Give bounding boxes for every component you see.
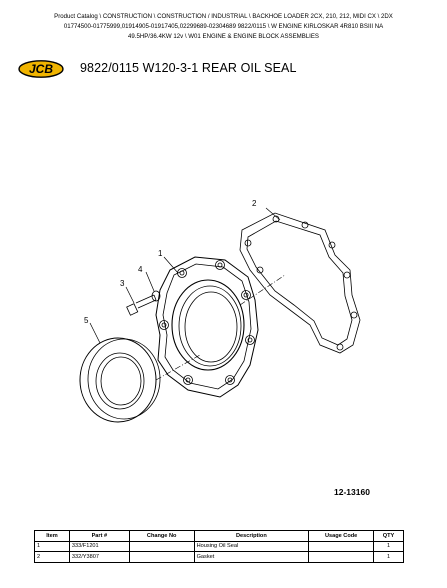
exploded-diagram: 1 2 3 4 5 — [79, 199, 361, 423]
logo-text: JCB — [29, 62, 53, 76]
housing-rim — [162, 263, 252, 390]
oil-seal-outer — [79, 337, 157, 423]
cell-item: 1 — [34, 540, 70, 552]
gasket-holes — [244, 215, 358, 351]
table-row: 1 333/F1201 Housing Oil Seal 1 — [34, 540, 404, 552]
housing-outline — [155, 256, 259, 398]
breadcrumb-line-1: Product Catalog \ CONSTRUCTION \ CONSTRU… — [54, 13, 393, 20]
callout-1: 1 — [158, 249, 163, 258]
breadcrumb-line-3: 49.5HP/36.4KW 12v \ W01 ENGINE & ENGINE … — [127, 33, 319, 40]
breadcrumb: Product Catalog \ CONSTRUCTION \ CONSTRU… — [8, 12, 439, 42]
drawing-number: 12-13160 — [334, 487, 370, 497]
gasket-inner — [246, 220, 353, 346]
cell-qty: 1 — [373, 540, 404, 552]
callout-4: 4 — [138, 265, 143, 274]
cell-part-number[interactable]: 332/Y3807 — [68, 551, 130, 563]
cell-usage-code — [308, 540, 375, 552]
housing-bore-inner — [178, 285, 242, 367]
col-usage-code: Usage Code — [308, 530, 375, 542]
cell-change-no — [128, 551, 195, 563]
cell-qty: 1 — [373, 551, 404, 563]
callout-3: 3 — [120, 279, 125, 288]
washer — [151, 290, 161, 302]
cell-description: Housing Oil Seal — [193, 540, 310, 552]
cell-part-number[interactable]: 333/F1201 — [68, 540, 130, 552]
col-qty: QTY — [373, 530, 404, 542]
col-item: Item — [34, 530, 70, 542]
breadcrumb-line-2: 01774500-01775999,01914905-01917405,0229… — [63, 23, 384, 30]
oil-seal-lip — [100, 356, 142, 406]
jcb-logo: JCB — [18, 60, 64, 78]
leader-lines — [89, 207, 281, 344]
title-row: JCB 9822/0115 W120-3-1 REAR OIL SEAL — [18, 58, 438, 80]
oil-seal-inner — [95, 352, 145, 410]
center-line — [155, 274, 286, 381]
table-header-row: Item Part # Change No Description Usage … — [34, 530, 404, 542]
bolt — [126, 294, 157, 316]
cell-item: 2 — [34, 551, 70, 563]
col-change-no: Change No — [128, 530, 195, 542]
housing-bore-lip — [184, 291, 238, 363]
page-title: 9822/0115 W120-3-1 REAR OIL SEAL — [80, 61, 297, 75]
cell-change-no — [128, 540, 195, 552]
cell-usage-code — [308, 551, 375, 563]
oil-seal-edge — [87, 338, 161, 420]
housing-bolt-bosses — [159, 260, 255, 385]
housing-bore-outer — [171, 279, 245, 371]
callout-5: 5 — [84, 316, 89, 325]
col-part-number: Part # — [68, 530, 130, 542]
table-row: 2 332/Y3807 Gasket 1 — [34, 551, 404, 563]
callout-2: 2 — [252, 199, 257, 208]
parts-table: Item Part # Change No Description Usage … — [34, 530, 404, 563]
cell-description: Gasket — [193, 551, 310, 563]
col-description: Description — [193, 530, 310, 542]
